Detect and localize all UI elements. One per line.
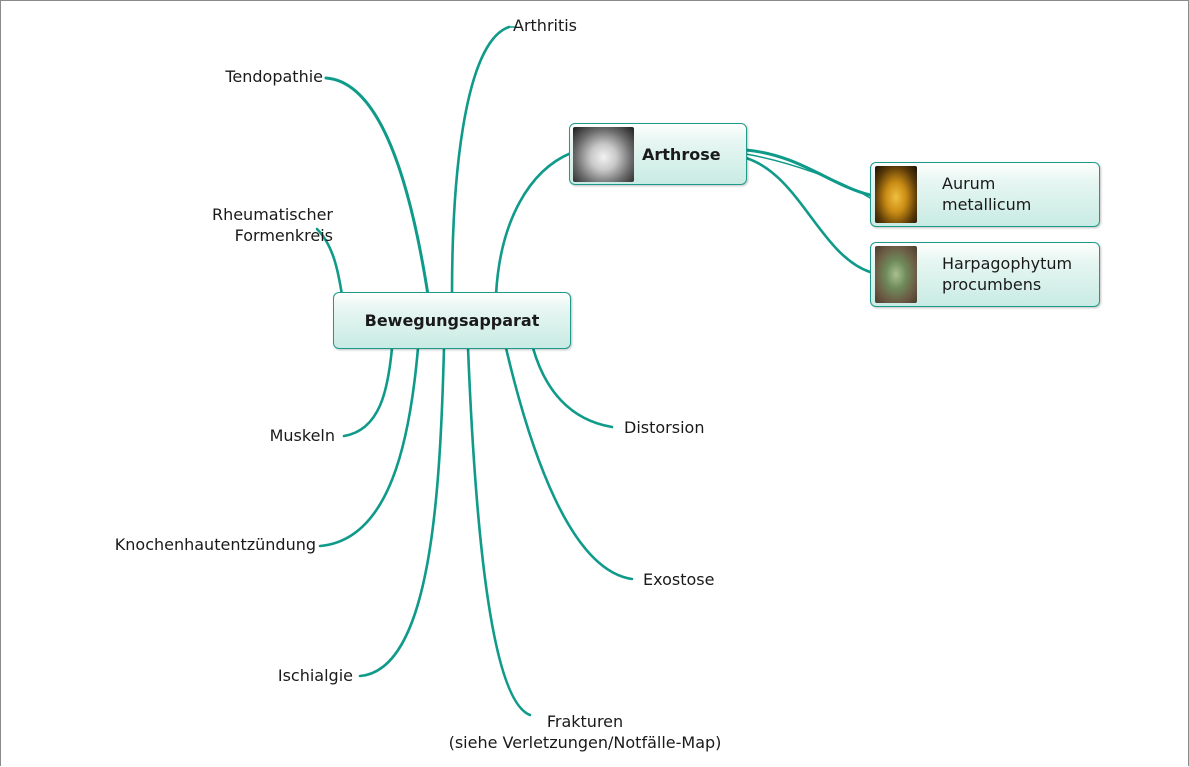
label-muskeln: Muskeln	[269, 426, 335, 445]
label-ischialgie: Ischialgie	[277, 666, 353, 685]
link-muskeln	[342, 346, 394, 438]
arthrose-label: Arthrose	[642, 145, 721, 164]
x-ray-knee-image	[573, 127, 634, 182]
remedy-harpagophytum-line1: Harpagophytum	[942, 254, 1073, 273]
link-frakturen	[466, 346, 532, 717]
label-frakturen-line1: Frakturen	[546, 712, 624, 731]
gold-nugget-image	[875, 166, 917, 223]
remedy-harpagophytum-line2: procumbens	[942, 275, 1042, 294]
remedy-aurum-line2: metallicum	[942, 195, 1032, 214]
link-tendopathie	[324, 76, 430, 297]
link-distorsion	[531, 346, 614, 429]
label-tendopathie: Tendopathie	[225, 67, 323, 86]
label-exostose: Exostose	[643, 570, 715, 589]
link-arthrose	[494, 151, 573, 297]
label-rheuma-line1: Rheumatischer	[211, 205, 333, 224]
link-knochenhaut	[318, 346, 420, 548]
center-node-label: Bewegungsapparat	[364, 311, 540, 330]
center-node[interactable]: Bewegungsapparat	[333, 292, 571, 349]
devils-claw-plant-image	[875, 246, 917, 303]
label-arthritis: Arthritis	[513, 16, 578, 35]
label-rheuma-line2: Formenkreis	[234, 226, 333, 245]
label-distorsion: Distorsion	[624, 418, 705, 437]
arthrose-node[interactable]: Arthrose	[569, 123, 747, 185]
label-frakturen-line2: (siehe Verletzungen/Notfälle-Map)	[448, 733, 722, 752]
link-harpagophytum	[744, 156, 872, 274]
remedy-node-harpagophytum[interactable]: Harpagophytum procumbens	[870, 242, 1100, 307]
label-knochenhaut: Knochenhautentzündung	[114, 535, 316, 554]
remedy-node-aurum[interactable]: Aurum metallicum	[870, 162, 1100, 227]
remedy-aurum-line1: Aurum	[942, 174, 996, 193]
link-rheuma	[315, 227, 344, 297]
link-arthritis	[450, 25, 511, 297]
link-ischialgie	[358, 346, 446, 678]
link-exostose	[504, 346, 634, 581]
